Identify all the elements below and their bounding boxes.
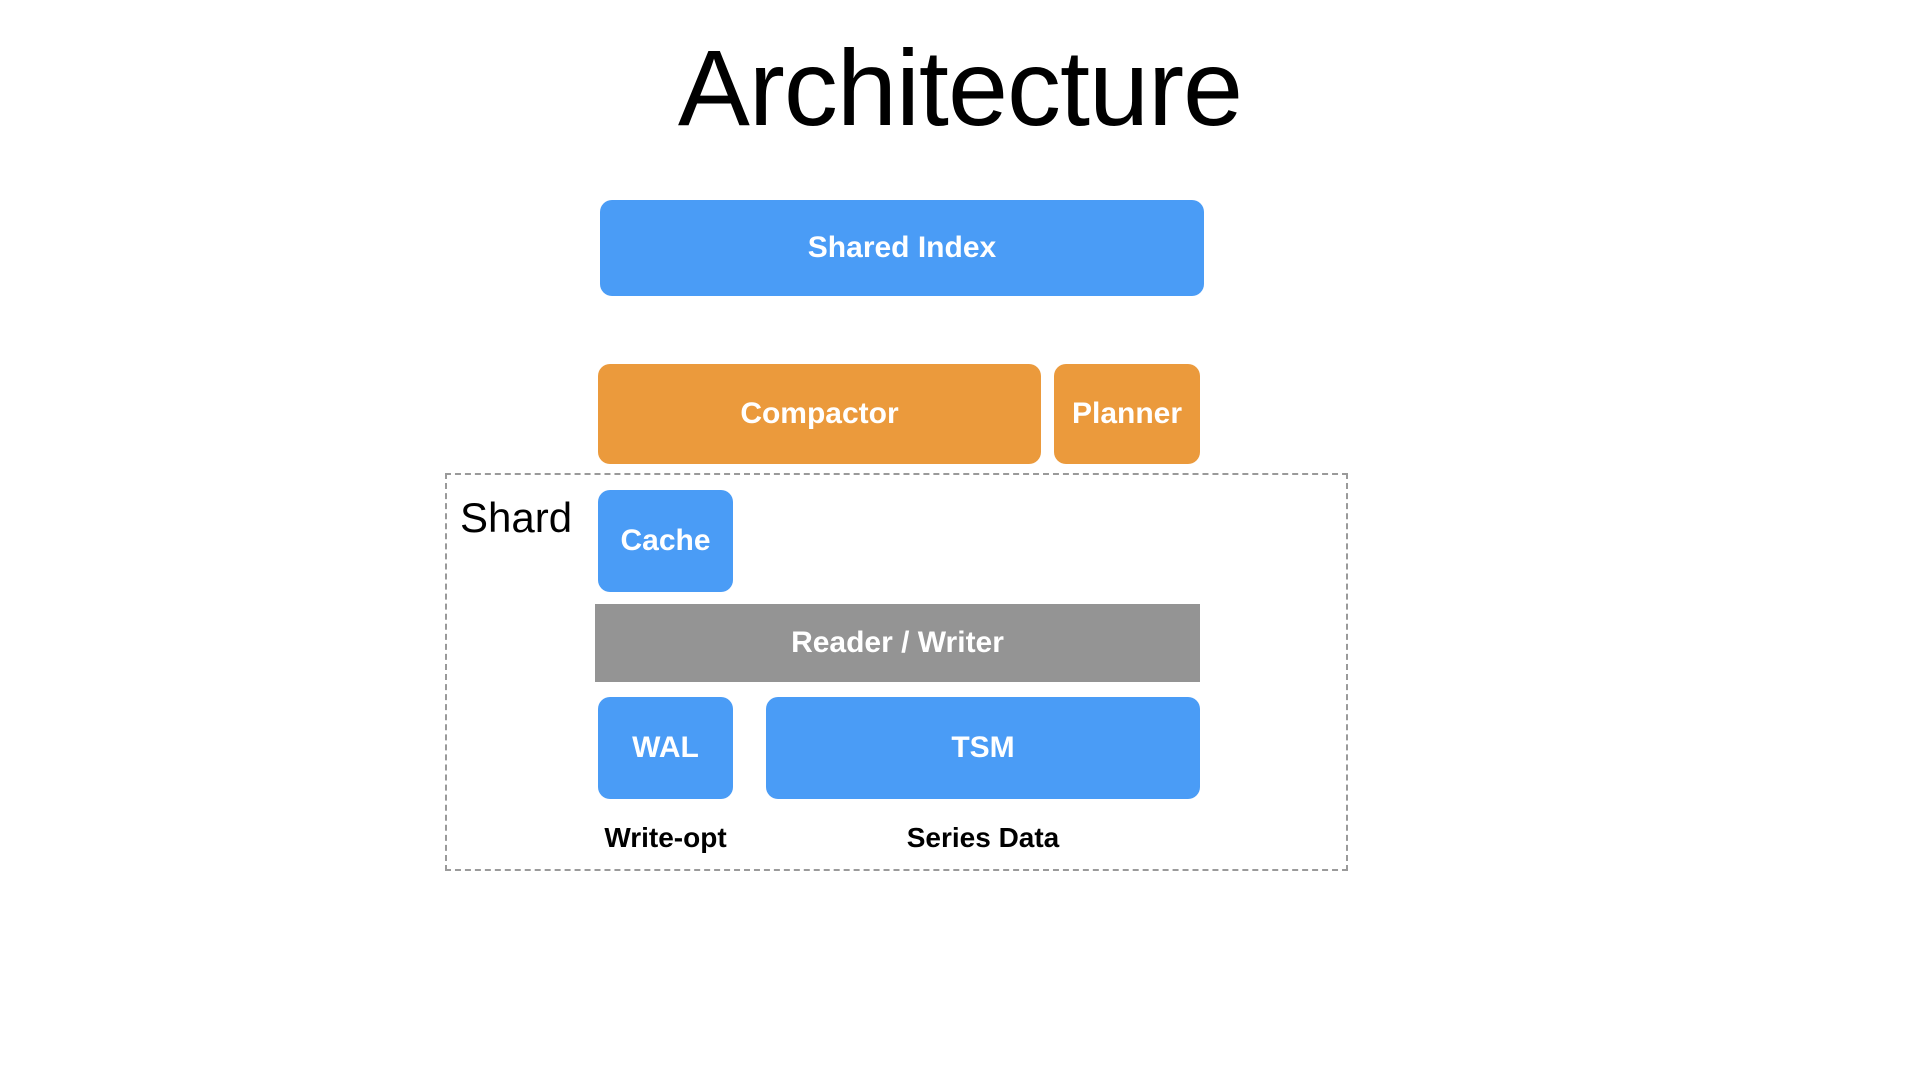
node-tsm[interactable]: TSM bbox=[766, 697, 1200, 799]
node-cache[interactable]: Cache bbox=[598, 490, 733, 592]
node-reader-writer[interactable]: Reader / Writer bbox=[595, 604, 1200, 682]
node-planner[interactable]: Planner bbox=[1054, 364, 1200, 464]
node-wal[interactable]: WAL bbox=[598, 697, 733, 799]
page-title: Architecture bbox=[677, 27, 1243, 148]
shard-group-label: Shard bbox=[460, 494, 573, 541]
node-shared-index[interactable]: Shared Index bbox=[600, 200, 1204, 296]
node-compactor[interactable]: Compactor bbox=[598, 364, 1041, 464]
caption-write-opt: Write-opt bbox=[604, 822, 727, 853]
caption-series-data: Series Data bbox=[906, 822, 1060, 853]
shard-group-container bbox=[445, 473, 1348, 871]
